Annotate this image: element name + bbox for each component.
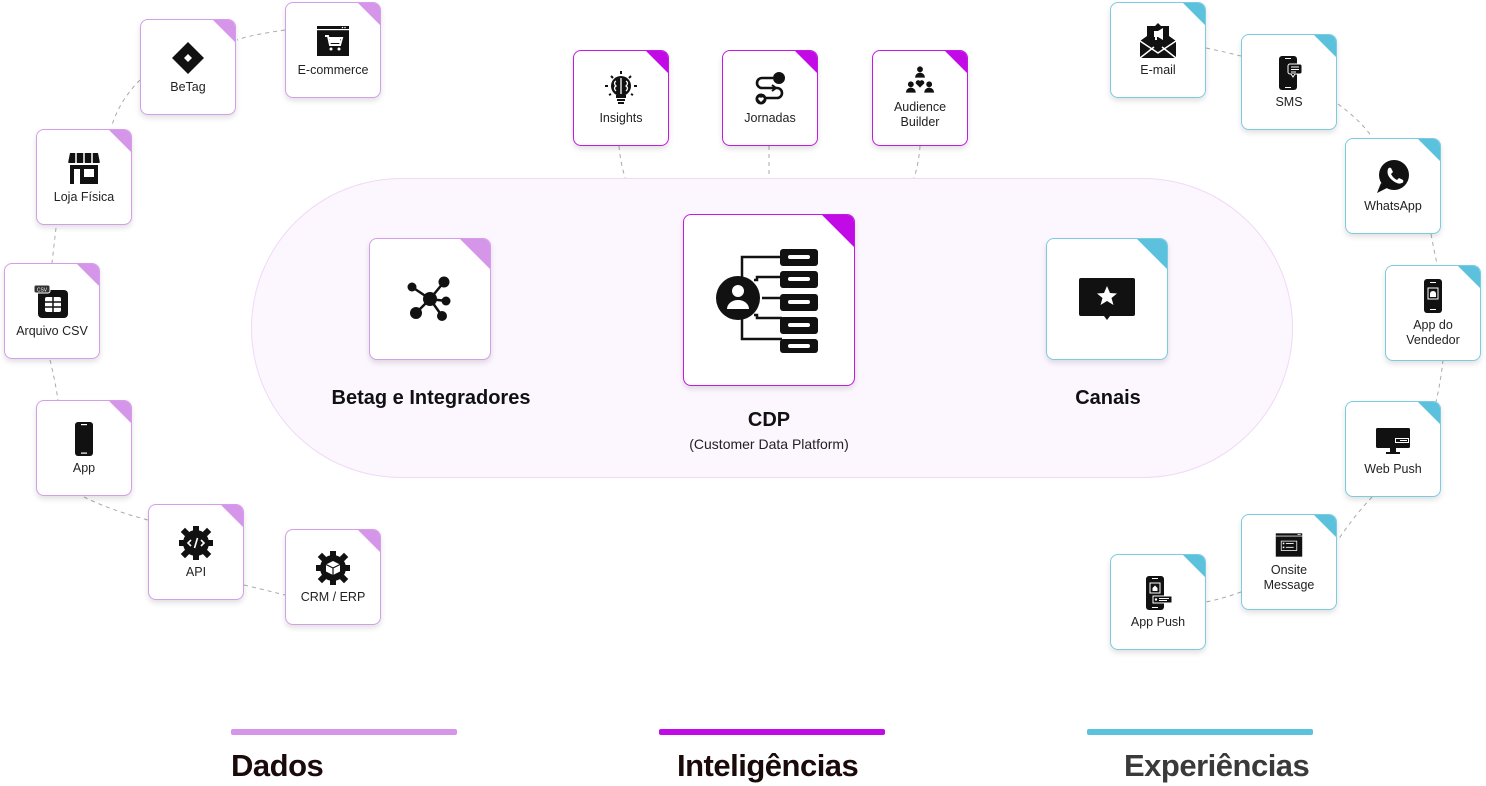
phone-sms-icon	[1279, 55, 1303, 90]
corner-tag	[795, 51, 817, 73]
source-label: BeTag	[170, 79, 206, 94]
channel-card-whatsapp[interactable]: WhatsApp	[1345, 138, 1441, 234]
corner-tag	[646, 51, 668, 73]
corner-tag	[1314, 515, 1336, 537]
intel-label-line2: Builder	[900, 115, 940, 129]
corner-tag	[1137, 239, 1167, 269]
storefront-icon	[67, 152, 101, 184]
whatsapp-icon	[1377, 159, 1409, 193]
hub-label-canais: Canais	[1075, 387, 1141, 409]
intel-card-jornadas[interactable]: Jornadas	[722, 50, 818, 146]
channel-card-web-push[interactable]: Web Push	[1345, 401, 1441, 497]
channel-card-sms[interactable]: SMS	[1241, 34, 1337, 130]
channel-label-line2: Message	[1263, 578, 1315, 592]
shopping-cart-icon	[317, 25, 349, 56]
customer-data-icon	[716, 249, 818, 353]
api-code-gear-icon	[179, 525, 213, 560]
source-label: CRM / ERP	[300, 589, 366, 604]
hub-label-cdp: CDP	[747, 409, 791, 431]
corner-tag	[221, 505, 243, 527]
legend-bar-dados	[231, 729, 457, 735]
source-card-ecommerce[interactable]: E-commerce	[285, 2, 381, 98]
hub-card-integradores[interactable]	[369, 238, 491, 360]
journey-path-icon	[755, 71, 785, 104]
hub-label-integradores: Betag e Integradores	[331, 387, 531, 409]
csv-file-icon: CSV	[34, 284, 68, 318]
source-card-loja-fisica[interactable]: Loja Física	[36, 129, 132, 225]
legend-label-experiencias: Experiências	[1124, 748, 1310, 783]
hub-card-canais[interactable]	[1046, 238, 1168, 360]
corner-tag	[1183, 3, 1205, 25]
seller-app-icon	[1424, 279, 1442, 313]
svg-text:CSV: CSV	[37, 287, 48, 293]
source-label: Loja Física	[53, 189, 115, 204]
source-label: API	[185, 564, 207, 579]
corner-tag	[822, 215, 854, 247]
channel-label: Web Push	[1364, 461, 1422, 476]
source-card-arquivo-csv[interactable]: CSV Arquivo CSV	[4, 263, 100, 359]
hub-card-cdp[interactable]	[683, 214, 855, 386]
source-label: App	[72, 460, 96, 475]
corner-tag	[1418, 139, 1440, 161]
intel-card-insights[interactable]: Insights	[573, 50, 669, 146]
channel-label: WhatsApp	[1364, 198, 1422, 213]
intel-label: Insights	[599, 110, 643, 125]
star-message-icon	[1079, 278, 1135, 320]
intel-label: Jornadas	[744, 110, 796, 125]
brain-lightbulb-icon	[605, 70, 637, 104]
corner-tag	[77, 264, 99, 286]
corner-tag	[1458, 266, 1480, 288]
legend-label-inteligencias: Inteligências	[677, 748, 859, 783]
source-card-app[interactable]: App	[36, 400, 132, 496]
audience-heart-icon	[905, 66, 935, 93]
app-push-icon	[1146, 575, 1173, 610]
channel-card-email[interactable]: E-mail	[1110, 2, 1206, 98]
corner-tag	[460, 239, 490, 269]
intel-label-line1: Audience	[893, 100, 947, 114]
corner-tag	[1418, 402, 1440, 424]
source-card-api[interactable]: API	[148, 504, 244, 600]
corner-tag	[213, 20, 235, 42]
corner-tag	[109, 401, 131, 423]
channel-label-line2: Vendedor	[1406, 333, 1460, 347]
source-label: Arquivo CSV	[16, 323, 88, 338]
legend-bar-inteligencias	[659, 729, 885, 735]
source-label: E-commerce	[297, 62, 369, 77]
corner-tag	[358, 3, 380, 25]
source-card-betag[interactable]: BeTag	[140, 19, 236, 115]
crm-gear-box-icon	[316, 550, 350, 585]
corner-tag	[945, 51, 967, 73]
betag-diamond-icon	[172, 41, 204, 74]
onsite-message-icon	[1275, 533, 1303, 557]
desktop-push-icon	[1376, 427, 1410, 454]
channel-label-line1: App do	[1413, 318, 1453, 332]
hub-sublabel-cdp: (Customer Data Platform)	[689, 436, 849, 452]
email-megaphone-icon	[1140, 22, 1176, 59]
channel-label-line1: Onsite	[1270, 563, 1308, 577]
channel-label: E-mail	[1140, 62, 1176, 77]
corner-tag	[1314, 35, 1336, 57]
corner-tag	[1183, 555, 1205, 577]
network-hub-icon	[407, 276, 451, 321]
channel-label: SMS	[1275, 94, 1303, 109]
channel-label: App Push	[1130, 614, 1186, 629]
source-card-crm-erp[interactable]: CRM / ERP	[285, 529, 381, 625]
channel-card-app-push[interactable]: App Push	[1110, 554, 1206, 650]
legend-bar-experiencias	[1087, 729, 1313, 735]
corner-tag	[109, 130, 131, 152]
smartphone-icon	[75, 421, 93, 456]
legend-label-dados: Dados	[231, 748, 324, 783]
corner-tag	[358, 530, 380, 552]
